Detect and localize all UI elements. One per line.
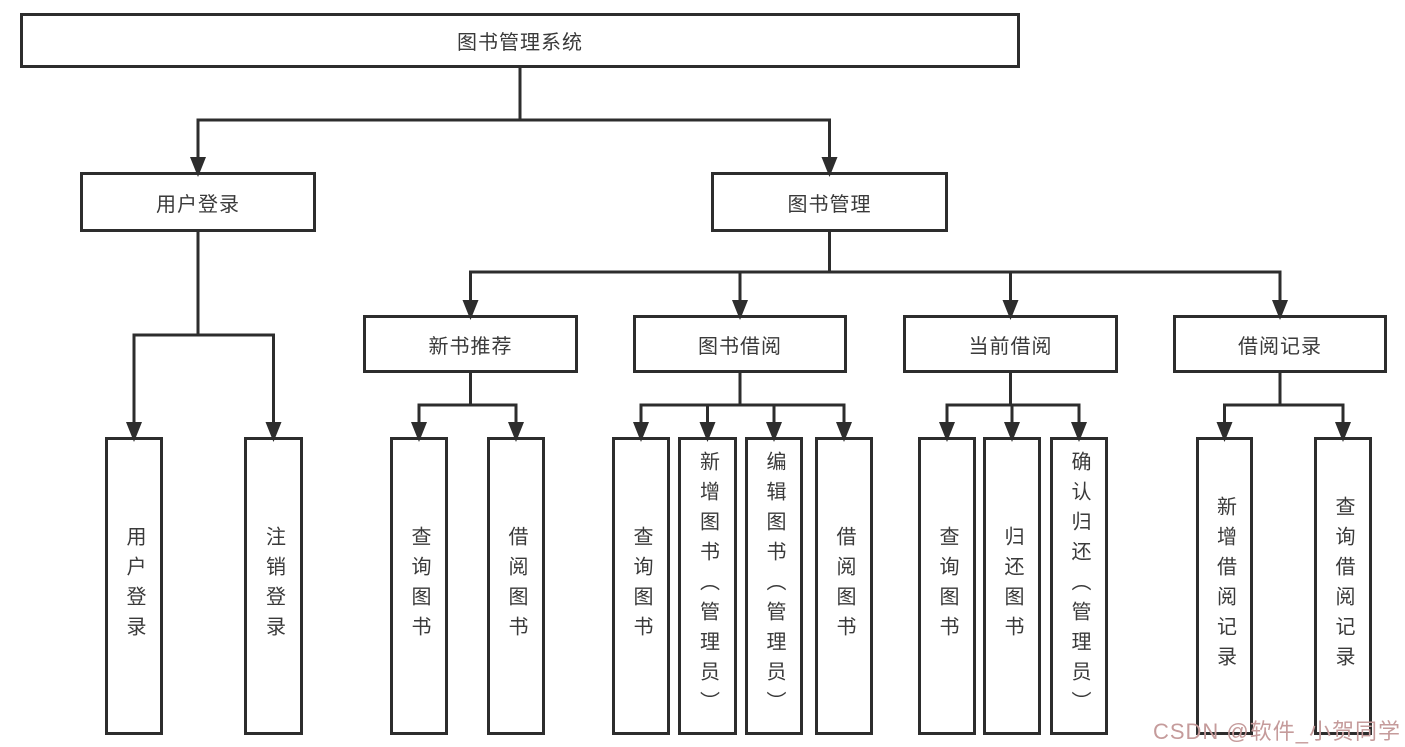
node-box-book-borrowing: 图书借阅 xyxy=(633,315,847,373)
node-box-cur-confirm-return: 确认归还（管理员） xyxy=(1050,437,1108,735)
node-label-book-management: 图书管理 xyxy=(787,193,872,216)
node-box-library-system: 图书管理系统 xyxy=(20,13,1020,68)
node-label-bor-add-book: 新增图书（管理员） xyxy=(696,451,719,721)
csdn-watermark: CSDN @软件_小贺同学 xyxy=(1152,719,1401,744)
node-box-borrowing-records: 借阅记录 xyxy=(1173,315,1387,373)
node-label-rec-borrow-book: 借阅图书 xyxy=(505,526,527,646)
node-label-bor-query-book: 查询图书 xyxy=(630,526,652,646)
node-box-recd-query-record: 查询借阅记录 xyxy=(1314,437,1372,735)
node-box-bor-query-book: 查询图书 xyxy=(612,437,670,735)
node-label-bor-borrow-book: 借阅图书 xyxy=(833,526,855,646)
node-label-cur-query-book: 查询图书 xyxy=(936,526,958,646)
node-label-bor-edit-book: 编辑图书（管理员） xyxy=(763,451,785,721)
node-box-user-login: 用户登录 xyxy=(105,437,163,735)
node-label-user-login: 用户登录 xyxy=(123,526,145,646)
node-label-book-borrowing: 图书借阅 xyxy=(698,335,782,358)
node-box-rec-query-book: 查询图书 xyxy=(390,437,448,735)
node-box-logout: 注销登录 xyxy=(244,437,303,735)
node-box-current-borrowing: 当前借阅 xyxy=(903,315,1118,373)
node-label-rec-query-book: 查询图书 xyxy=(408,526,430,646)
node-label-new-book-recommend: 新书推荐 xyxy=(428,335,513,358)
node-box-user-login-module: 用户登录 xyxy=(80,172,316,232)
node-label-current-borrowing: 当前借阅 xyxy=(968,335,1053,358)
node-label-logout: 注销登录 xyxy=(262,526,285,646)
node-box-bor-borrow-book: 借阅图书 xyxy=(815,437,873,735)
node-box-recd-add-record: 新增借阅记录 xyxy=(1196,437,1253,735)
node-label-recd-query-record: 查询借阅记录 xyxy=(1332,496,1354,676)
node-box-new-book-recommend: 新书推荐 xyxy=(363,315,578,373)
node-box-book-management: 图书管理 xyxy=(711,172,948,232)
node-box-bor-add-book: 新增图书（管理员） xyxy=(678,437,737,735)
node-label-borrowing-records: 借阅记录 xyxy=(1238,335,1322,358)
node-label-cur-return-book: 归还图书 xyxy=(1001,526,1023,646)
node-box-cur-return-book: 归还图书 xyxy=(983,437,1041,735)
node-label-library-system: 图书管理系统 xyxy=(457,32,583,54)
node-box-cur-query-book: 查询图书 xyxy=(918,437,976,735)
node-label-cur-confirm-return: 确认归还（管理员） xyxy=(1068,451,1090,721)
node-label-recd-add-record: 新增借阅记录 xyxy=(1213,496,1236,676)
node-box-bor-edit-book: 编辑图书（管理员） xyxy=(745,437,803,735)
node-label-user-login-module: 用户登录 xyxy=(156,193,240,216)
node-box-rec-borrow-book: 借阅图书 xyxy=(487,437,545,735)
